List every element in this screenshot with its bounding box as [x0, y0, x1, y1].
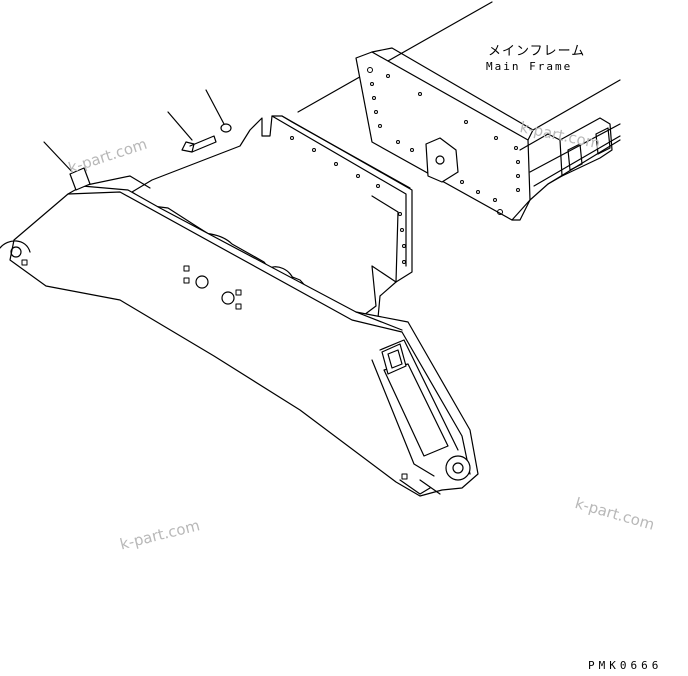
main-frame-label-en: Main Frame — [486, 60, 573, 73]
clip-part — [69, 167, 91, 191]
main-frame-label-jp: メインフレーム — [488, 44, 586, 59]
bolt-leader-line — [167, 111, 193, 141]
clip-leader-line — [43, 141, 77, 177]
washer-leader-line — [205, 89, 225, 125]
main-frame-leader-line — [297, 1, 493, 113]
main-frame — [355, 47, 621, 221]
drawing-code: PMK0666 — [588, 659, 663, 672]
bolt-part — [181, 135, 217, 153]
washer-part — [220, 123, 232, 133]
lift-arm — [0, 175, 479, 497]
